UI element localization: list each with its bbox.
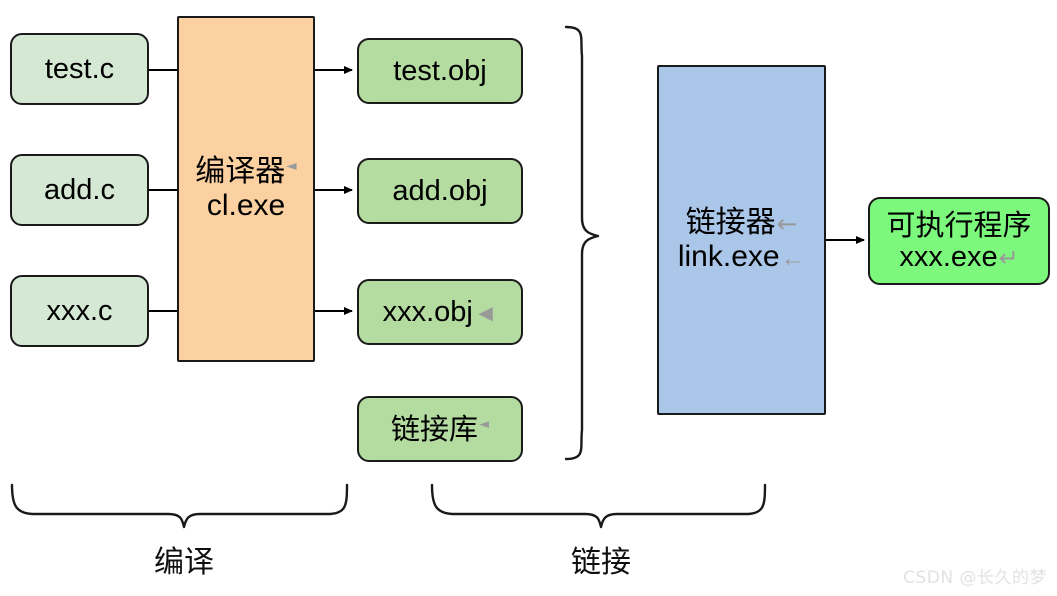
brace-phase-link bbox=[430, 483, 767, 529]
node-compiler[interactable]: 编译器◄ cl.exe bbox=[177, 16, 315, 362]
node-label: test.obj bbox=[393, 54, 487, 87]
phase-label-link: 链接 bbox=[571, 545, 631, 580]
node-object-xxx-obj[interactable]: xxx.obj◄ bbox=[357, 279, 523, 345]
node-label: add.obj bbox=[392, 174, 488, 207]
node-object-test-obj[interactable]: test.obj bbox=[357, 38, 523, 104]
node-linker[interactable]: 链接器← link.exe← bbox=[657, 65, 826, 415]
node-object-link-library[interactable]: 链接库◄ bbox=[357, 396, 523, 462]
node-label: xxx.c bbox=[46, 294, 113, 327]
brace-phase-compile bbox=[10, 483, 349, 529]
caret-marker-icon: ← bbox=[780, 245, 806, 272]
caret-marker-icon: ◄ bbox=[478, 417, 490, 433]
compiler-name: 编译器◄ bbox=[195, 154, 297, 190]
node-label: xxx.obj◄ bbox=[382, 295, 498, 328]
node-executable[interactable]: 可执行程序 xxx.exe↵ bbox=[868, 197, 1050, 285]
node-label: 链接库◄ bbox=[390, 411, 490, 446]
node-source-test-c[interactable]: test.c bbox=[10, 33, 149, 105]
caret-marker-icon: ← bbox=[776, 209, 798, 239]
node-source-add-c[interactable]: add.c bbox=[10, 154, 149, 226]
return-arrow-icon: ↵ bbox=[998, 245, 1019, 272]
node-source-xxx-c[interactable]: xxx.c bbox=[10, 275, 149, 347]
phase-label-compile: 编译 bbox=[154, 545, 214, 580]
node-object-add-obj[interactable]: add.obj bbox=[357, 158, 523, 224]
node-label: test.c bbox=[44, 52, 115, 85]
linker-exe: link.exe← bbox=[677, 240, 806, 273]
node-label: add.c bbox=[44, 173, 115, 206]
caret-marker-icon: ◄ bbox=[286, 158, 297, 175]
caret-marker-icon: ◄ bbox=[473, 299, 498, 327]
executable-name: 可执行程序 bbox=[886, 207, 1032, 242]
linker-name: 链接器← bbox=[685, 205, 798, 241]
watermark: CSDN @长久的梦 bbox=[903, 568, 1047, 588]
compiler-exe: cl.exe bbox=[206, 189, 286, 222]
executable-file: xxx.exe↵ bbox=[899, 241, 1019, 273]
brace-objects-to-linker bbox=[564, 25, 600, 461]
